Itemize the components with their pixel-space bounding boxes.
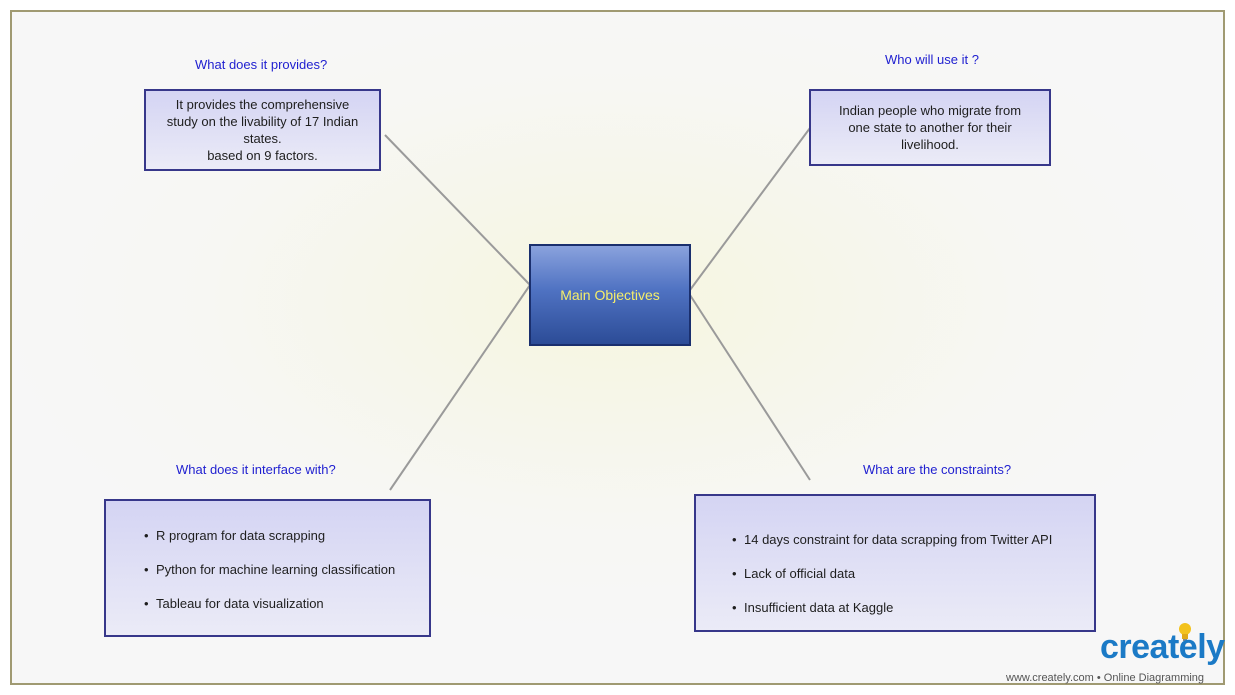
node-interface[interactable]: R program for data scrapping Python for … (104, 499, 431, 637)
heading-constraints: What are the constraints? (863, 462, 1012, 477)
list-item: Tableau for data visualization (144, 595, 429, 629)
connector-interface (389, 284, 531, 491)
list-item: Lack of official data (732, 565, 1094, 599)
node-constraints[interactable]: 14 days constraint for data scrapping fr… (694, 494, 1096, 632)
text-line: livelihood. (901, 137, 959, 152)
main-objectives-node[interactable]: Main Objectives (529, 244, 691, 346)
text-line: based on 9 factors. (207, 148, 318, 163)
main-objectives-label: Main Objectives (560, 287, 660, 303)
list-item: Insufficient data at Kaggle (732, 599, 1094, 633)
connector-constraints (689, 294, 811, 481)
heading-interface: What does it interface with? (176, 462, 336, 477)
lightbulb-icon (1179, 623, 1191, 641)
text-line: Indian people who migrate from (838, 103, 1022, 118)
creately-logo[interactable]: creately (1100, 628, 1225, 666)
heading-who: Who will use it ? (885, 52, 979, 67)
text-line: one state to another for their (848, 120, 1012, 135)
node-provides-text: It provides the comprehensive study on t… (167, 96, 359, 164)
connector-who (689, 127, 811, 291)
connector-provides (384, 134, 531, 286)
heading-provides: What does it provides? (195, 57, 328, 72)
text-line: study on the livability of 17 Indian (166, 114, 359, 129)
list-item: R program for data scrapping (144, 527, 429, 561)
constraints-list: 14 days constraint for data scrapping fr… (732, 531, 1094, 633)
node-who-text: Indian people who migrate from one state… (839, 102, 1021, 153)
interface-list: R program for data scrapping Python for … (144, 527, 429, 629)
text-line: It provides the comprehensive (175, 97, 350, 112)
list-item: Python for machine learning classificati… (144, 561, 429, 595)
list-item: 14 days constraint for data scrapping fr… (732, 531, 1094, 565)
text-line: states. (243, 131, 282, 146)
node-who[interactable]: Indian people who migrate from one state… (809, 89, 1051, 166)
node-provides[interactable]: It provides the comprehensive study on t… (144, 89, 381, 171)
footer-text[interactable]: www.creately.com • Online Diagramming (1006, 672, 1205, 684)
